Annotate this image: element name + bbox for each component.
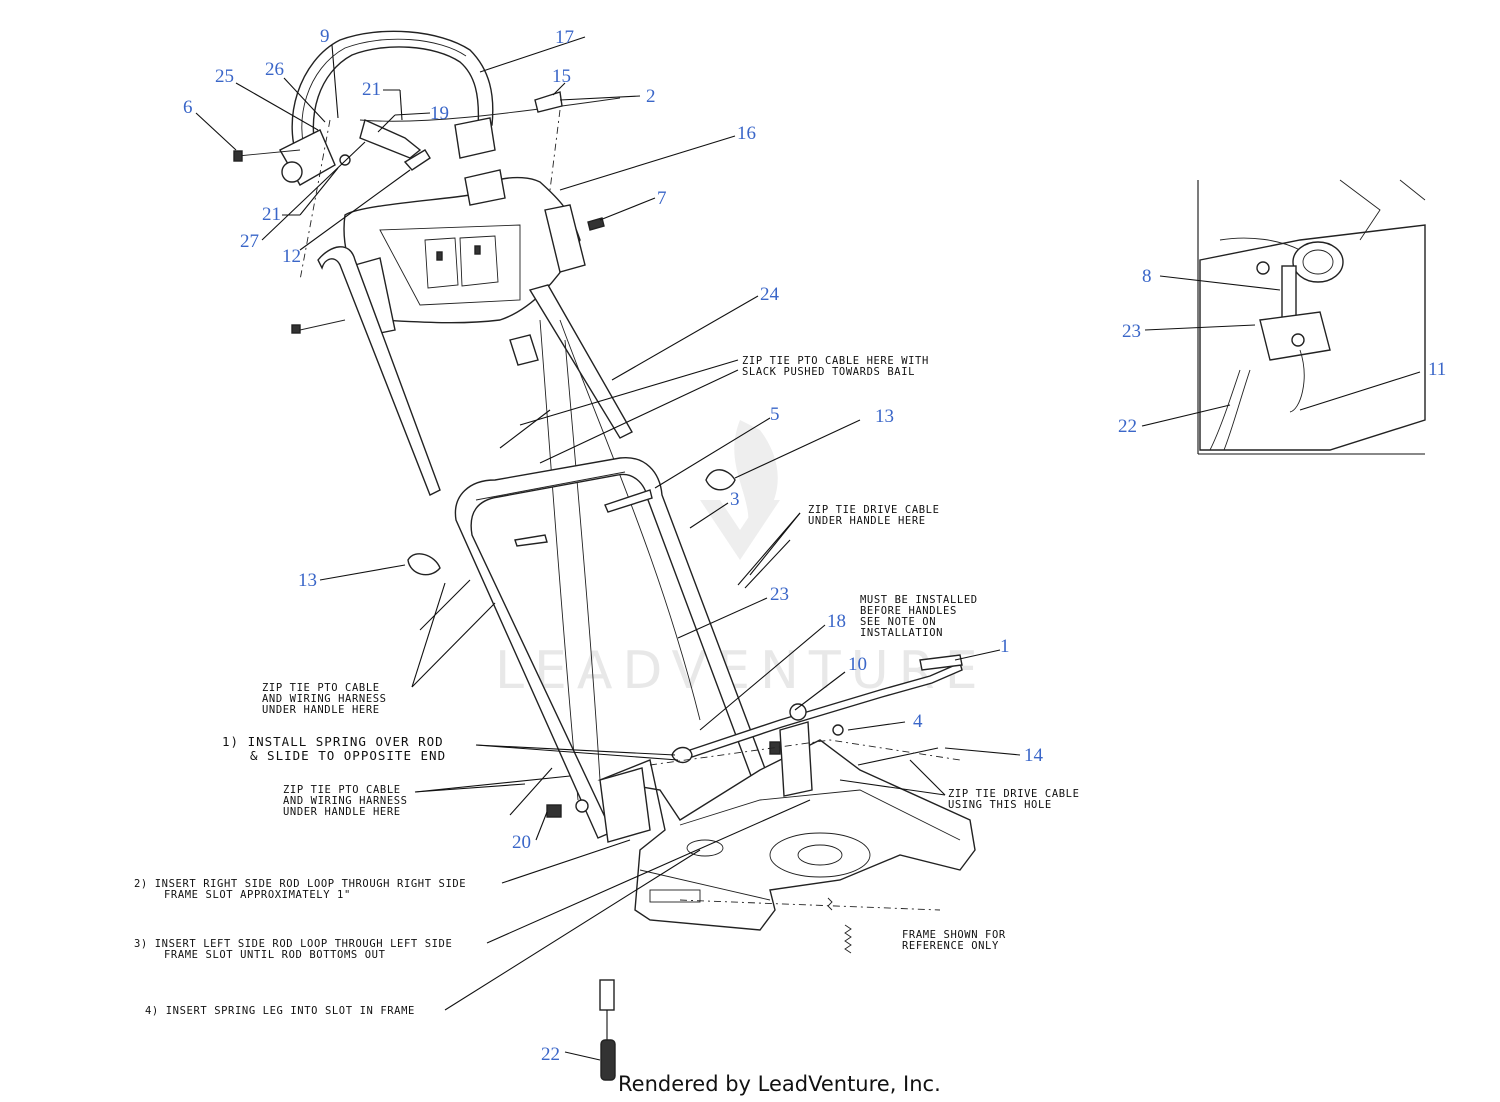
note-zip-pto-harness-a-line2: AND WIRING HARNESS [262, 693, 387, 705]
note-must-install-line1: MUST BE INSTALLED [860, 594, 978, 606]
callout-27: 27 [240, 231, 259, 252]
callout-16: 16 [737, 123, 756, 144]
callout-13-left: 13 [298, 570, 317, 591]
callout-25: 25 [215, 66, 234, 87]
leader-lines [195, 36, 1421, 1061]
callout-4: 4 [913, 711, 923, 732]
note-must-install-line3: SEE NOTE ON [860, 616, 936, 628]
note-zip-pto-bail-line1: ZIP TIE PTO CABLE HERE WITH [742, 355, 929, 367]
bail-assembly [233, 30, 621, 281]
callout-10: 10 [848, 654, 867, 675]
callout-21-bottom: 21 [262, 204, 281, 225]
callout-23: 23 [770, 584, 789, 605]
callout-26: 26 [265, 59, 284, 80]
note-step4: 4) INSERT SPRING LEG INTO SLOT IN FRAME [145, 1005, 415, 1017]
callout-5: 5 [770, 404, 780, 425]
note-frame-ref-line2: REFERENCE ONLY [902, 940, 999, 952]
note-step3-line1: 3) INSERT LEFT SIDE ROD LOOP THROUGH LEF… [134, 938, 452, 950]
callout-11: 11 [1428, 359, 1446, 380]
callout-12: 12 [282, 246, 301, 267]
note-zip-drive-hole-line1: ZIP TIE DRIVE CABLE [948, 788, 1080, 800]
callout-22-inset: 22 [1118, 416, 1137, 437]
upper-handle-rails [291, 246, 701, 801]
note-zip-pto-harness-a-line3: UNDER HANDLE HERE [262, 704, 380, 716]
note-step1-line2: & SLIDE TO OPPOSITE END [250, 748, 446, 763]
drive-rod [671, 654, 963, 764]
frame [597, 721, 976, 954]
callout-23-inset: 23 [1122, 321, 1141, 342]
callout-8: 8 [1142, 266, 1152, 287]
callout-13-right: 13 [875, 406, 894, 427]
note-zip-drive-under-line2: UNDER HANDLE HERE [808, 515, 926, 527]
note-step2-line1: 2) INSERT RIGHT SIDE ROD LOOP THROUGH RI… [134, 878, 466, 890]
note-zip-pto-harness-a-line1: ZIP TIE PTO CABLE [262, 682, 380, 694]
note-zip-pto-bail-line2: SLACK PUSHED TOWARDS BAIL [742, 366, 915, 378]
callout-22-bottom: 22 [541, 1044, 560, 1065]
callout-14: 14 [1024, 745, 1044, 766]
note-must-install-line4: INSTALLATION [860, 627, 943, 639]
note-frame-ref-line1: FRAME SHOWN FOR [902, 929, 1006, 941]
note-zip-pto-harness-b-line2: AND WIRING HARNESS [283, 795, 408, 807]
callout-6: 6 [183, 97, 193, 118]
callout-24: 24 [760, 284, 780, 305]
callout-20: 20 [512, 832, 531, 853]
callout-15: 15 [552, 66, 571, 87]
callout-9: 9 [320, 26, 330, 47]
note-step1-line1: 1) INSTALL SPRING OVER ROD [222, 734, 444, 749]
callout-3: 3 [730, 489, 740, 510]
note-zip-pto-harness-b-line1: ZIP TIE PTO CABLE [283, 784, 401, 796]
note-zip-drive-hole-line2: USING THIS HOLE [948, 799, 1052, 811]
note-step2-line2: FRAME SLOT APPROXIMATELY 1" [164, 889, 351, 901]
footer-credit: Rendered by LeadVenture, Inc. [618, 1072, 941, 1096]
callout-18: 18 [827, 611, 846, 632]
console-panel [343, 169, 586, 336]
callout-2: 2 [646, 86, 656, 107]
note-zip-pto-harness-b-line3: UNDER HANDLE HERE [283, 806, 401, 818]
callout-21-top: 21 [362, 79, 381, 100]
watermark: LEADVENTURE [495, 420, 978, 701]
note-must-install-line2: BEFORE HANDLES [860, 605, 957, 617]
callout-7: 7 [657, 188, 667, 209]
cable-end [599, 979, 616, 1081]
callout-17: 17 [555, 27, 574, 48]
assembly-notes: ZIP TIE PTO CABLE HERE WITH SLACK PUSHED… [134, 355, 1080, 1017]
note-zip-drive-under-line1: ZIP TIE DRIVE CABLE [808, 504, 940, 516]
callout-19: 19 [430, 103, 449, 124]
callout-1: 1 [1000, 636, 1010, 657]
note-step3-line2: FRAME SLOT UNTIL ROD BOTTOMS OUT [164, 949, 386, 961]
callout-numbers: 9 17 25 26 15 2 6 21 19 16 21 27 7 12 24… [183, 26, 1446, 1065]
inset-detail [1197, 179, 1426, 455]
